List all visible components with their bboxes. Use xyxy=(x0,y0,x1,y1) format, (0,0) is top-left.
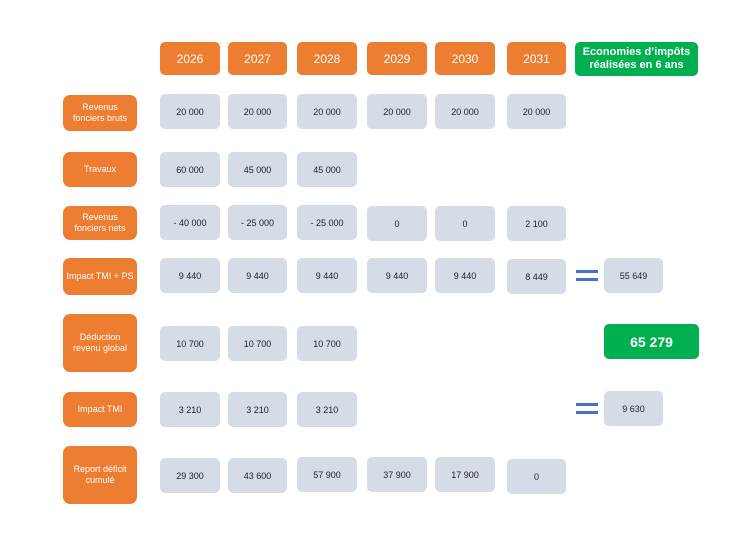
cell-revenus-bruts-2029: 20 000 xyxy=(367,94,427,129)
cell-travaux-2028: 45 000 xyxy=(297,152,357,187)
cell-revenus-bruts-2031: 20 000 xyxy=(507,94,566,129)
row-label-impact-tmi: Impact TMI xyxy=(63,392,137,427)
cell-deduction-2026: 10 700 xyxy=(160,326,220,361)
year-header-2030: 2030 xyxy=(435,42,495,75)
cell-revenus-bruts-2027: 20 000 xyxy=(228,94,287,129)
cell-revenus-nets-2026: - 40 000 xyxy=(160,205,220,240)
cell-travaux-2026: 60 000 xyxy=(160,152,220,187)
row-label-travaux: Travaux xyxy=(63,152,137,187)
year-header-2028: 2028 xyxy=(297,42,357,75)
total-impact-tmi: 9 630 xyxy=(604,391,663,426)
cell-revenus-nets-2030: 0 xyxy=(435,206,495,241)
cell-impact-tmi-ps-2030: 9 440 xyxy=(435,258,495,293)
row-label-report-deficit: Report déficit cumulé xyxy=(63,446,137,504)
cell-impact-tmi-ps-2028: 9 440 xyxy=(297,258,357,293)
cell-impact-tmi-ps-2026: 9 440 xyxy=(160,258,220,293)
cell-impact-tmi-2027: 3 210 xyxy=(228,392,287,427)
year-header-2029: 2029 xyxy=(367,42,427,75)
cell-revenus-nets-2028: - 25 000 xyxy=(297,205,357,240)
row-label-impact-tmi-ps: Impact TMI + PS xyxy=(63,258,137,295)
year-header-2031: 2031 xyxy=(507,42,566,75)
savings-header: Economies d’impôts réalisées en 6 ans xyxy=(575,42,698,76)
grand-total: 65 279 xyxy=(604,324,699,359)
year-header-2027: 2027 xyxy=(228,42,287,75)
cell-impact-tmi-ps-2031: 8 449 xyxy=(507,259,566,294)
cell-revenus-nets-2027: - 25 000 xyxy=(228,205,287,240)
cell-travaux-2027: 45 000 xyxy=(228,152,287,187)
row-label-revenus-bruts: Revenus fonciers bruts xyxy=(63,95,137,131)
cell-report-deficit-2031: 0 xyxy=(507,459,566,494)
cell-impact-tmi-2026: 3 210 xyxy=(160,392,220,427)
row-label-deduction: Déduction revenu global xyxy=(63,314,137,372)
cell-revenus-bruts-2030: 20 000 xyxy=(435,94,495,129)
cell-revenus-bruts-2026: 20 000 xyxy=(160,94,220,129)
cell-impact-tmi-ps-2027: 9 440 xyxy=(228,258,287,293)
cell-impact-tmi-ps-2029: 9 440 xyxy=(367,258,427,293)
equals-icon xyxy=(576,270,598,281)
total-impact-tmi-ps: 55 649 xyxy=(604,258,663,293)
cell-deduction-2027: 10 700 xyxy=(228,326,287,361)
cell-report-deficit-2028: 57 900 xyxy=(297,457,357,492)
cell-deduction-2028: 10 700 xyxy=(297,326,357,361)
cell-revenus-nets-2029: 0 xyxy=(367,206,427,241)
cell-revenus-nets-2031: 2 100 xyxy=(507,206,566,241)
row-label-revenus-nets: Revenus fonciers nets xyxy=(63,206,137,240)
cell-impact-tmi-2028: 3 210 xyxy=(297,392,357,427)
cell-report-deficit-2026: 29 300 xyxy=(160,458,220,493)
cell-report-deficit-2029: 37 900 xyxy=(367,457,427,492)
cell-report-deficit-2027: 43 600 xyxy=(228,458,287,493)
cell-report-deficit-2030: 17 900 xyxy=(435,457,495,492)
cell-revenus-bruts-2028: 20 000 xyxy=(297,94,357,129)
equals-icon xyxy=(576,403,598,414)
year-header-2026: 2026 xyxy=(160,42,220,75)
